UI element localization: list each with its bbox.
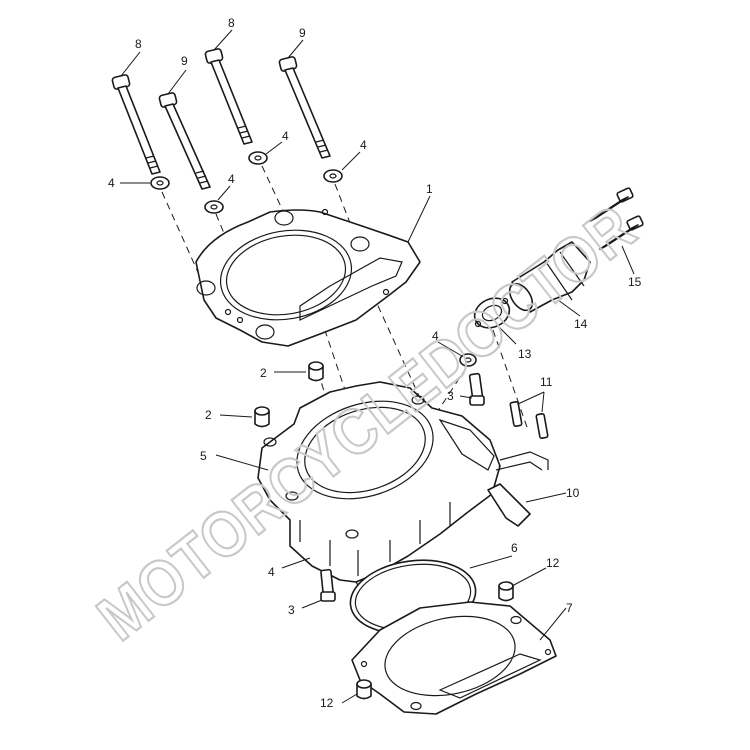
leader-lines: [120, 29, 635, 704]
bolt-15: [589, 187, 644, 250]
callout-9: 9: [181, 54, 188, 68]
callout-8: 8: [228, 16, 235, 30]
callout-4: 4: [282, 129, 289, 143]
callout-2: 2: [205, 408, 212, 422]
callout-4: 4: [268, 565, 275, 579]
head-bolt-9-left: [158, 92, 211, 190]
callout-3: 3: [288, 603, 295, 617]
dowel-pin-2: [254, 361, 324, 428]
callout-15: 15: [628, 275, 642, 289]
head-bolt-8-right: [204, 48, 253, 145]
callout-5: 5: [200, 449, 207, 463]
bolt-3: [320, 372, 485, 602]
lower-gasket-7: [351, 601, 557, 715]
callout-14: 14: [574, 317, 588, 331]
head-bolt-8-left: [111, 74, 161, 175]
cam-chain-tensioner-14: [508, 241, 591, 313]
callout-7: 7: [566, 601, 573, 615]
callout-labels: 8 9 8 9 4 4 4 4 1 4 2 2 3 11 5 10 6 4 12…: [108, 16, 642, 710]
callout-12: 12: [320, 696, 334, 710]
callout-3: 3: [447, 389, 454, 403]
cylinder-block-5: [257, 381, 501, 605]
head-bolt-9-right: [278, 56, 331, 159]
callout-4: 4: [228, 172, 235, 186]
callout-12: 12: [546, 556, 560, 570]
callout-2: 2: [260, 366, 267, 380]
callout-9: 9: [299, 26, 306, 40]
bolt-11: [509, 401, 549, 439]
callout-8: 8: [135, 37, 142, 51]
callout-13: 13: [518, 347, 532, 361]
tensioner-gasket-13: [473, 297, 511, 329]
callout-4: 4: [360, 138, 367, 152]
callout-4: 4: [108, 176, 115, 190]
oil-line-10: [487, 451, 549, 527]
callout-1: 1: [426, 182, 433, 196]
callout-10: 10: [566, 486, 580, 500]
head-gasket-1: [195, 208, 421, 347]
callout-6: 6: [511, 541, 518, 555]
dowel-pin-12: [356, 581, 514, 700]
callout-11: 11: [540, 375, 553, 389]
callout-4: 4: [432, 329, 439, 343]
